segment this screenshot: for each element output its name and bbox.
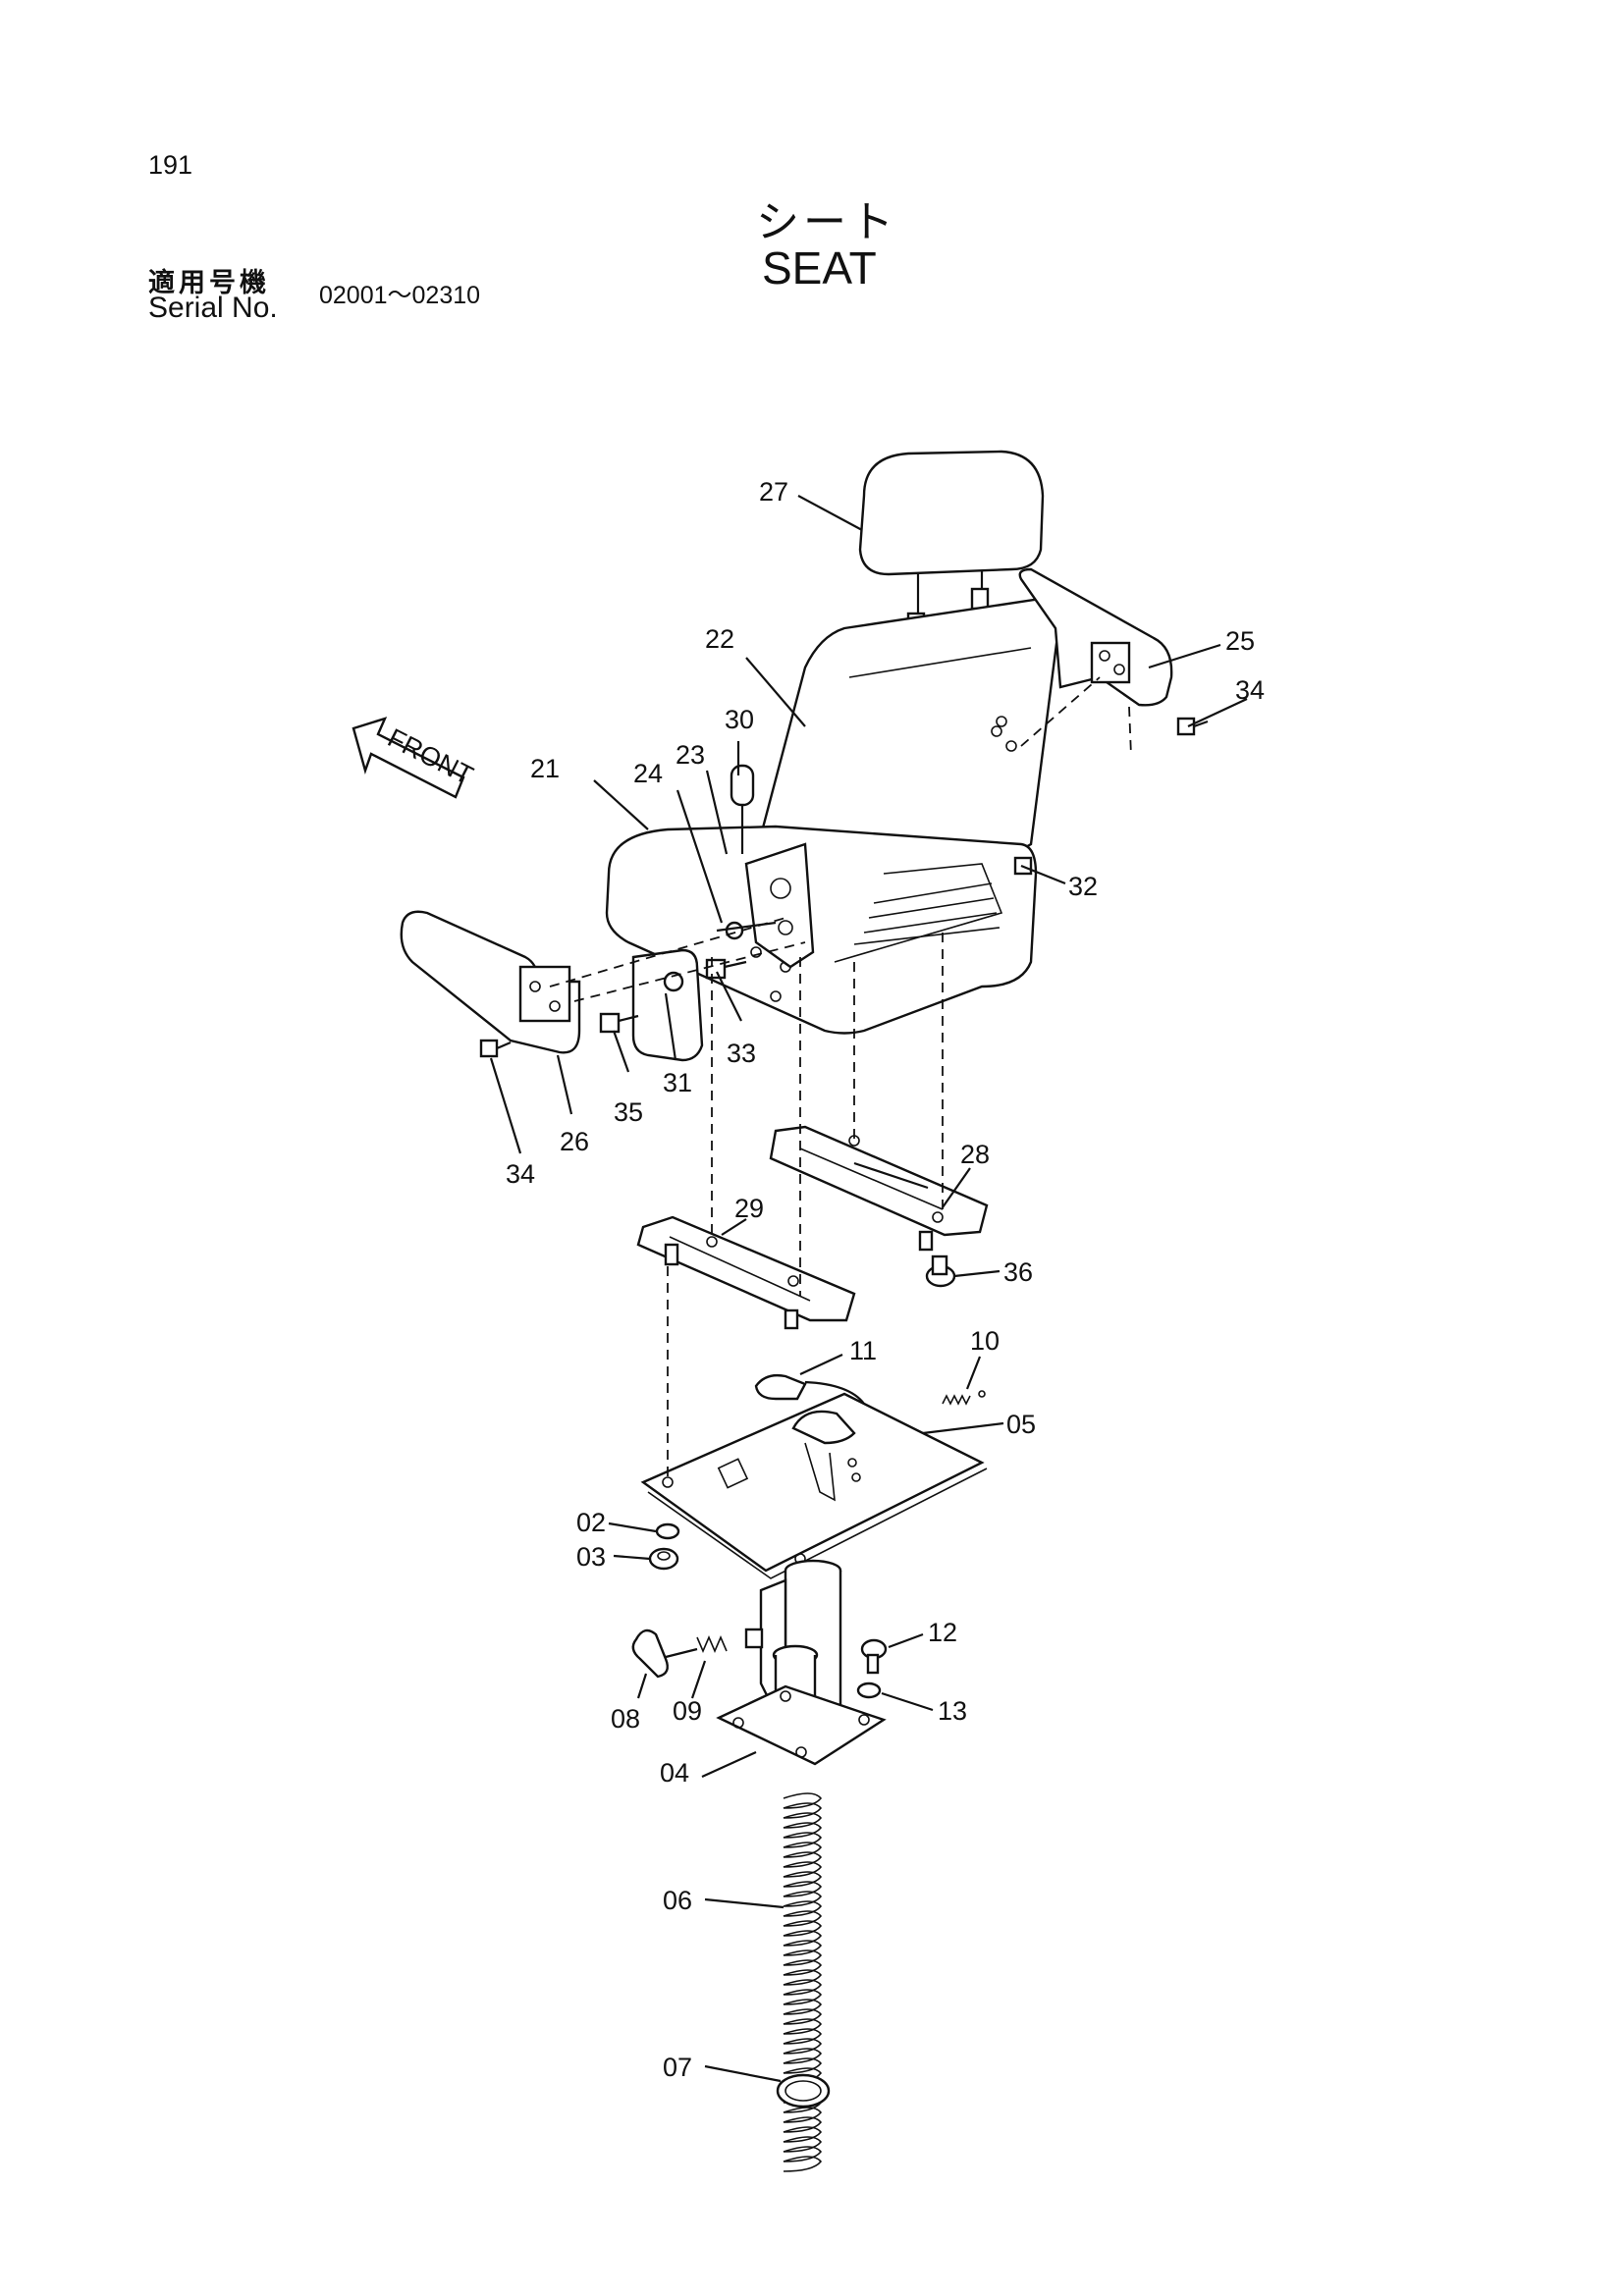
callout-26: 26 <box>560 1127 589 1156</box>
callout-22: 22 <box>705 624 734 654</box>
callout-05: 05 <box>1006 1410 1036 1439</box>
callout-27: 27 <box>759 477 788 507</box>
callout-33: 33 <box>727 1039 756 1068</box>
callout-31: 31 <box>663 1068 692 1097</box>
callout-21: 21 <box>530 754 560 783</box>
title-english: SEAT <box>762 242 877 294</box>
serial-label-japanese: 適用号機 <box>148 268 270 298</box>
slide-rail-right <box>769 1125 989 1252</box>
callout-25: 25 <box>1225 626 1255 656</box>
front-arrow-icon: FRONT <box>352 717 478 799</box>
seat-cushion <box>605 825 1038 1035</box>
leader-lines <box>489 495 1248 2083</box>
callout-07: 07 <box>663 2053 692 2082</box>
callout-09: 09 <box>673 1696 702 1726</box>
lever-knob <box>754 1373 865 1405</box>
callout-13: 13 <box>938 1696 967 1726</box>
assembly-lines <box>549 676 1132 1477</box>
callout-24: 24 <box>633 759 663 788</box>
callout-labels: 27 22 25 34 30 23 24 21 32 33 31 35 26 3… <box>506 477 1265 2082</box>
main-spring <box>783 1792 823 2172</box>
callout-34-left: 34 <box>506 1159 535 1189</box>
height-knob <box>631 1629 698 1679</box>
callout-11: 11 <box>849 1336 877 1365</box>
serial-range: 02001～02310 <box>319 282 481 309</box>
callout-34-right: 34 <box>1235 675 1265 705</box>
callout-32: 32 <box>1068 872 1098 901</box>
title-japanese: シート <box>756 197 897 247</box>
callout-29: 29 <box>734 1194 764 1223</box>
serial-label-english: Serial No. <box>148 292 278 324</box>
callout-02: 02 <box>576 1508 606 1537</box>
small-spring <box>942 1390 986 1406</box>
slide-rail-left <box>636 1215 856 1330</box>
callout-36: 36 <box>1003 1257 1033 1287</box>
bolt-12 <box>860 1638 888 1675</box>
callout-08: 08 <box>611 1704 640 1734</box>
callout-04: 04 <box>660 1758 689 1788</box>
washer-02 <box>655 1522 680 1540</box>
washer-13 <box>856 1682 882 1699</box>
callout-06: 06 <box>663 1886 692 1915</box>
knob-spring <box>696 1628 764 1654</box>
recline-bracket <box>716 764 815 969</box>
page-number: 191 <box>148 150 193 180</box>
snap-ring <box>776 2073 831 2109</box>
callout-03: 03 <box>576 1542 606 1572</box>
callout-30: 30 <box>725 705 754 734</box>
callout-28: 28 <box>960 1140 990 1169</box>
callout-10: 10 <box>970 1326 1000 1356</box>
base-plate <box>640 1392 988 1579</box>
callout-35: 35 <box>614 1097 643 1127</box>
mounting-plate <box>716 1684 887 1766</box>
left-armrest <box>400 910 581 1054</box>
callout-12: 12 <box>928 1618 957 1647</box>
callout-23: 23 <box>676 740 705 770</box>
right-armrest <box>1018 567 1173 707</box>
bolts <box>479 717 1209 1058</box>
nut-03 <box>648 1547 679 1571</box>
nut-36 <box>925 1255 956 1288</box>
